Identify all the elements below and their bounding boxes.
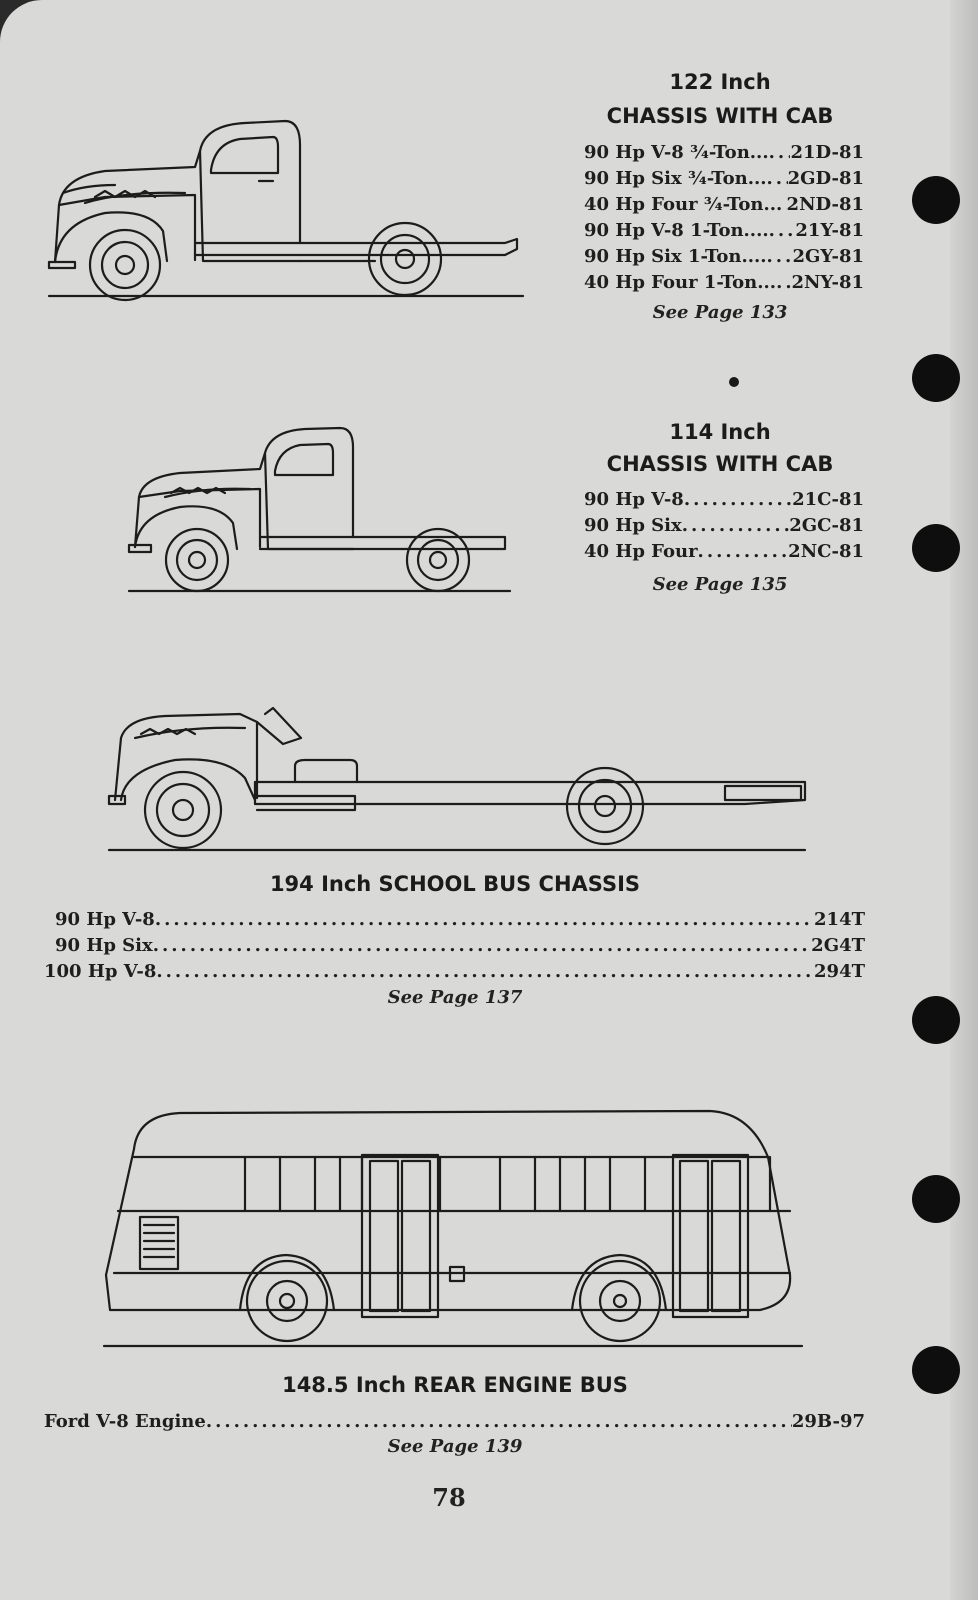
leader-dots bbox=[776, 194, 787, 215]
spec-label: 100 Hp V-8 bbox=[44, 961, 157, 982]
spec-label: 90 Hp Six bbox=[55, 935, 153, 956]
spec-row: 90 Hp Six 1-Ton.... 2GY-81 bbox=[584, 246, 864, 267]
illustration-114-chassis-cab bbox=[127, 426, 512, 593]
illustration-148-rear-engine-bus bbox=[102, 1109, 804, 1348]
binder-hole bbox=[912, 1175, 960, 1223]
spec-row: 90 Hp V-8 21C-81 bbox=[584, 489, 864, 510]
spec-row: 40 Hp Four 1-Ton... 2NY-81 bbox=[584, 272, 864, 293]
spec-code: 2NY-81 bbox=[791, 272, 864, 293]
leader-dots bbox=[682, 515, 790, 536]
see-page-reference: See Page 133 bbox=[652, 302, 788, 323]
leader-dots bbox=[698, 541, 789, 562]
see-page-reference: See Page 135 bbox=[652, 574, 788, 595]
spec-code: 2NC-81 bbox=[788, 541, 864, 562]
leader-dots bbox=[155, 909, 814, 930]
spec-row: 100 Hp V-8 294T bbox=[44, 961, 865, 982]
spec-label: 40 Hp Four ¾-Ton.. bbox=[584, 194, 777, 215]
spec-code: 21D-81 bbox=[790, 142, 864, 163]
spec-row: 90 Hp Six 2G4T bbox=[55, 935, 865, 956]
spec-row: 40 Hp Four 2NC-81 bbox=[584, 541, 864, 562]
section-school-bus-heading: 194 Inch SCHOOL BUS CHASSIS bbox=[269, 872, 641, 896]
spec-row: 90 Hp Six 2GC-81 bbox=[584, 515, 864, 536]
spec-row: 90 Hp V-8 1-Ton.... 21Y-81 bbox=[584, 220, 864, 241]
see-page-reference: See Page 139 bbox=[387, 1436, 523, 1457]
spec-code: 2GC-81 bbox=[789, 515, 864, 536]
spec-label: 90 Hp V-8 ¾-Ton... bbox=[584, 142, 769, 163]
binder-hole bbox=[912, 1346, 960, 1394]
spec-label: 90 Hp Six bbox=[584, 515, 682, 536]
leader-dots bbox=[767, 168, 788, 189]
leader-dots bbox=[769, 142, 791, 163]
leader-dots bbox=[156, 961, 814, 982]
binder-hole bbox=[912, 354, 960, 402]
spec-row: Ford V-8 Engine 29B-97 bbox=[44, 1411, 865, 1432]
section-rear-engine-bus-heading: 148.5 Inch REAR ENGINE BUS bbox=[282, 1373, 628, 1397]
spec-row: 40 Hp Four ¾-Ton.. 2ND-81 bbox=[584, 194, 864, 215]
section-114-heading-size: 114 Inch bbox=[669, 420, 771, 444]
leader-dots bbox=[767, 246, 793, 267]
spec-label: 90 Hp Six 1-Ton.... bbox=[584, 246, 767, 267]
spec-label: Ford V-8 Engine bbox=[44, 1411, 206, 1432]
binder-hole bbox=[912, 176, 960, 224]
leader-dots bbox=[153, 935, 811, 956]
spec-label: 90 Hp V-8 bbox=[55, 909, 155, 930]
spec-code: 2G4T bbox=[811, 935, 865, 956]
spec-code: 2GY-81 bbox=[792, 246, 864, 267]
illustration-194-school-bus-chassis bbox=[107, 706, 807, 852]
spec-code: 294T bbox=[814, 961, 865, 982]
see-page-reference: See Page 137 bbox=[387, 987, 523, 1008]
ink-dot bbox=[729, 377, 739, 387]
leader-dots bbox=[684, 489, 792, 510]
leader-dots bbox=[769, 220, 796, 241]
spec-code: 21C-81 bbox=[792, 489, 864, 510]
section-114-heading-title: CHASSIS WITH CAB bbox=[606, 452, 834, 476]
illustration-122-chassis-cab bbox=[47, 119, 525, 302]
spec-label: 90 Hp V-8 1-Ton.... bbox=[584, 220, 769, 241]
spec-code: 214T bbox=[814, 909, 865, 930]
spec-code: 29B-97 bbox=[791, 1411, 865, 1432]
spec-row: 90 Hp V-8 214T bbox=[55, 909, 865, 930]
page-number: 78 bbox=[432, 1483, 466, 1512]
binder-hole bbox=[912, 996, 960, 1044]
spec-row: 90 Hp V-8 ¾-Ton... 21D-81 bbox=[584, 142, 864, 163]
spec-code: 2ND-81 bbox=[786, 194, 864, 215]
spec-label: 40 Hp Four 1-Ton... bbox=[584, 272, 777, 293]
section-122-heading-size: 122 Inch bbox=[669, 70, 771, 94]
leader-dots bbox=[206, 1411, 792, 1432]
spec-row: 90 Hp Six ¾-Ton... 2GD-81 bbox=[584, 168, 864, 189]
binder-hole bbox=[912, 524, 960, 572]
spec-label: 90 Hp V-8 bbox=[584, 489, 684, 510]
leader-dots bbox=[776, 272, 791, 293]
page-spine-shadow bbox=[950, 0, 978, 1600]
spec-code: 2GD-81 bbox=[787, 168, 864, 189]
spec-label: 90 Hp Six ¾-Ton... bbox=[584, 168, 767, 189]
section-122-heading-title: CHASSIS WITH CAB bbox=[606, 104, 834, 128]
spec-label: 40 Hp Four bbox=[584, 541, 698, 562]
spec-code: 21Y-81 bbox=[795, 220, 864, 241]
